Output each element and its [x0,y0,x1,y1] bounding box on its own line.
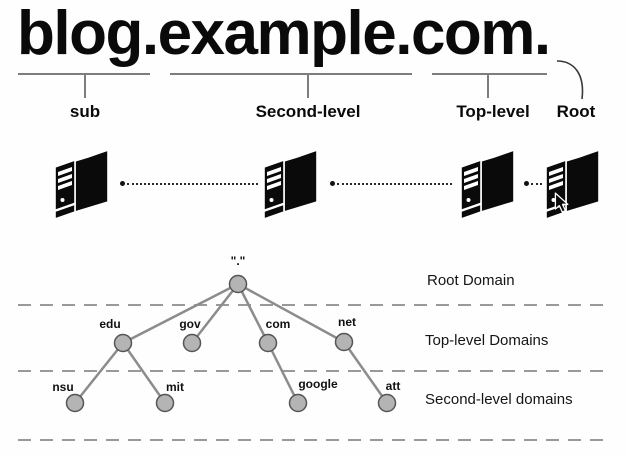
connector-dot-icon [120,181,125,186]
bracket-top-level [432,73,547,75]
mouse-cursor-icon [554,192,569,213]
dotted-line [127,182,258,185]
edge-root-edu [122,282,239,345]
node-label-gov: gov [179,317,201,331]
dotted-connector-1 [120,181,258,186]
bracket-sub-tick [84,74,86,98]
label-top-level: Top-level [456,102,530,121]
label-sub: sub [69,102,101,121]
dotted-line [531,182,542,185]
tree-node-gov [182,333,202,353]
tree-node-com [258,333,278,353]
bracket-second-level-tick [307,74,309,98]
node-label-nsu: nsu [52,380,74,394]
bracket-top-level-tick [487,74,489,98]
edge-root-net [237,282,345,344]
edge-root-gov [191,283,239,344]
edge-com-google [266,342,300,404]
bracket-second-level [170,73,412,75]
node-label-edu: edu [99,317,121,331]
connector-dot-icon [524,181,529,186]
legend-root-domain: Root Domain [427,272,515,289]
legend-top-level-domains: Top-level Domains [425,332,549,349]
node-label-google: google [298,377,338,391]
edge-root-com [236,283,270,344]
dotted-connector-2 [330,181,452,186]
tree-node-google [288,393,308,413]
dotted-connector-3 [524,181,542,186]
edge-net-att [342,341,389,404]
tree-node-nsu [65,393,85,413]
node-label-mit: mit [166,380,184,394]
node-label-att: att [385,379,401,393]
tree-node-att [377,393,397,413]
tree-node-mit [155,393,175,413]
tree-nodes [65,274,397,413]
node-label-com: com [265,317,291,331]
tree-node-net [334,332,354,352]
dotted-line [337,182,452,185]
legend-second-level-domains: Second-level domains [425,391,573,408]
label-second-level: Second-level [255,102,361,121]
tree-node-edu [113,333,133,353]
node-label-net: net [338,315,356,329]
domain-title: blog.example.com. [17,0,551,68]
tree-edges [74,282,389,404]
label-root: Root [556,102,596,121]
edge-edu-mit [121,342,167,404]
connector-dot-icon [330,181,335,186]
edge-edu-nsu [74,342,124,404]
node-label-root: "." [230,254,246,268]
tree-node-root [228,274,248,294]
